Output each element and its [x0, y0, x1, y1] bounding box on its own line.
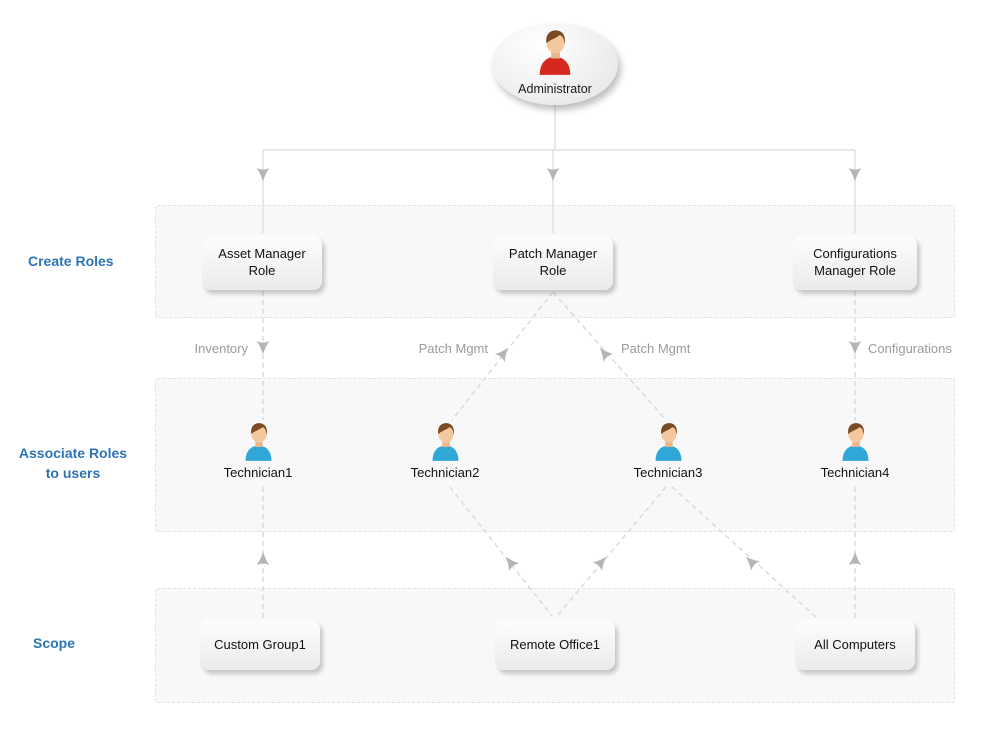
- technician-label: Technician3: [633, 465, 703, 480]
- scope-label: Remote Office1: [509, 636, 601, 652]
- arrow-down-icon: [848, 341, 862, 354]
- technician-node-1: Technician1: [208, 421, 308, 480]
- scope-box-custom-group1: Custom Group1: [200, 620, 320, 670]
- technician-label: Technician2: [410, 465, 480, 480]
- admin-person-icon: [533, 28, 577, 76]
- arrow-up-icon: [256, 552, 270, 565]
- edge-label-patch-mgmt-left: Patch Mgmt: [418, 341, 488, 356]
- arrow-down-icon: [256, 341, 270, 354]
- arrow-up-left-icon: [746, 557, 760, 571]
- administrator-node: Administrator: [492, 23, 618, 105]
- arrow-up-left-icon: [600, 348, 614, 363]
- scope-box-all-computers: All Computers: [795, 620, 915, 670]
- technician-node-2: Technician2: [395, 421, 495, 480]
- technician-label: Technician1: [223, 465, 293, 480]
- technician-person-icon: [427, 421, 464, 462]
- arrow-down-icon: [848, 168, 862, 181]
- section-label-scope: Scope: [33, 635, 76, 651]
- technician-label: Technician4: [820, 465, 890, 480]
- technician-person-icon: [837, 421, 874, 462]
- technician-node-4: Technician4: [805, 421, 905, 480]
- technician-person-icon: [240, 421, 277, 462]
- technician-person-icon: [650, 421, 687, 462]
- technician-node-3: Technician3: [618, 421, 718, 480]
- arrow-up-right-icon: [494, 348, 508, 363]
- scope-label: All Computers: [814, 636, 896, 652]
- section-label-associate-roles-line1: Associate Roles: [18, 445, 128, 461]
- arrow-up-left-icon: [506, 557, 520, 572]
- role-label: Configurations Manager Role: [813, 246, 897, 278]
- arrow-down-icon: [546, 168, 560, 181]
- edge-label-inventory: Inventory: [194, 341, 248, 356]
- role-box-asset-manager: Asset Manager Role: [202, 236, 322, 290]
- scope-box-remote-office1: Remote Office1: [495, 620, 615, 670]
- arrow-up-icon: [848, 552, 862, 565]
- section-label-associate-roles: Associate Roles to users: [8, 443, 138, 484]
- administrator-label: Administrator: [518, 82, 592, 96]
- role-box-patch-manager: Patch Manager Role: [493, 236, 613, 290]
- scope-label: Custom Group1: [214, 636, 306, 652]
- arrow-down-icon: [256, 168, 270, 181]
- edge-label-configurations: Configurations: [868, 341, 952, 356]
- arrow-up-right-icon: [592, 557, 606, 572]
- role-label: Asset Manager Role: [218, 246, 306, 278]
- section-label-associate-roles-line2: to users: [45, 465, 101, 482]
- role-box-configurations-manager: Configurations Manager Role: [793, 236, 917, 290]
- section-label-create-roles: Create Roles: [28, 253, 114, 269]
- edge-label-patch-mgmt-right: Patch Mgmt: [621, 341, 691, 356]
- role-label: Patch Manager Role: [508, 246, 598, 278]
